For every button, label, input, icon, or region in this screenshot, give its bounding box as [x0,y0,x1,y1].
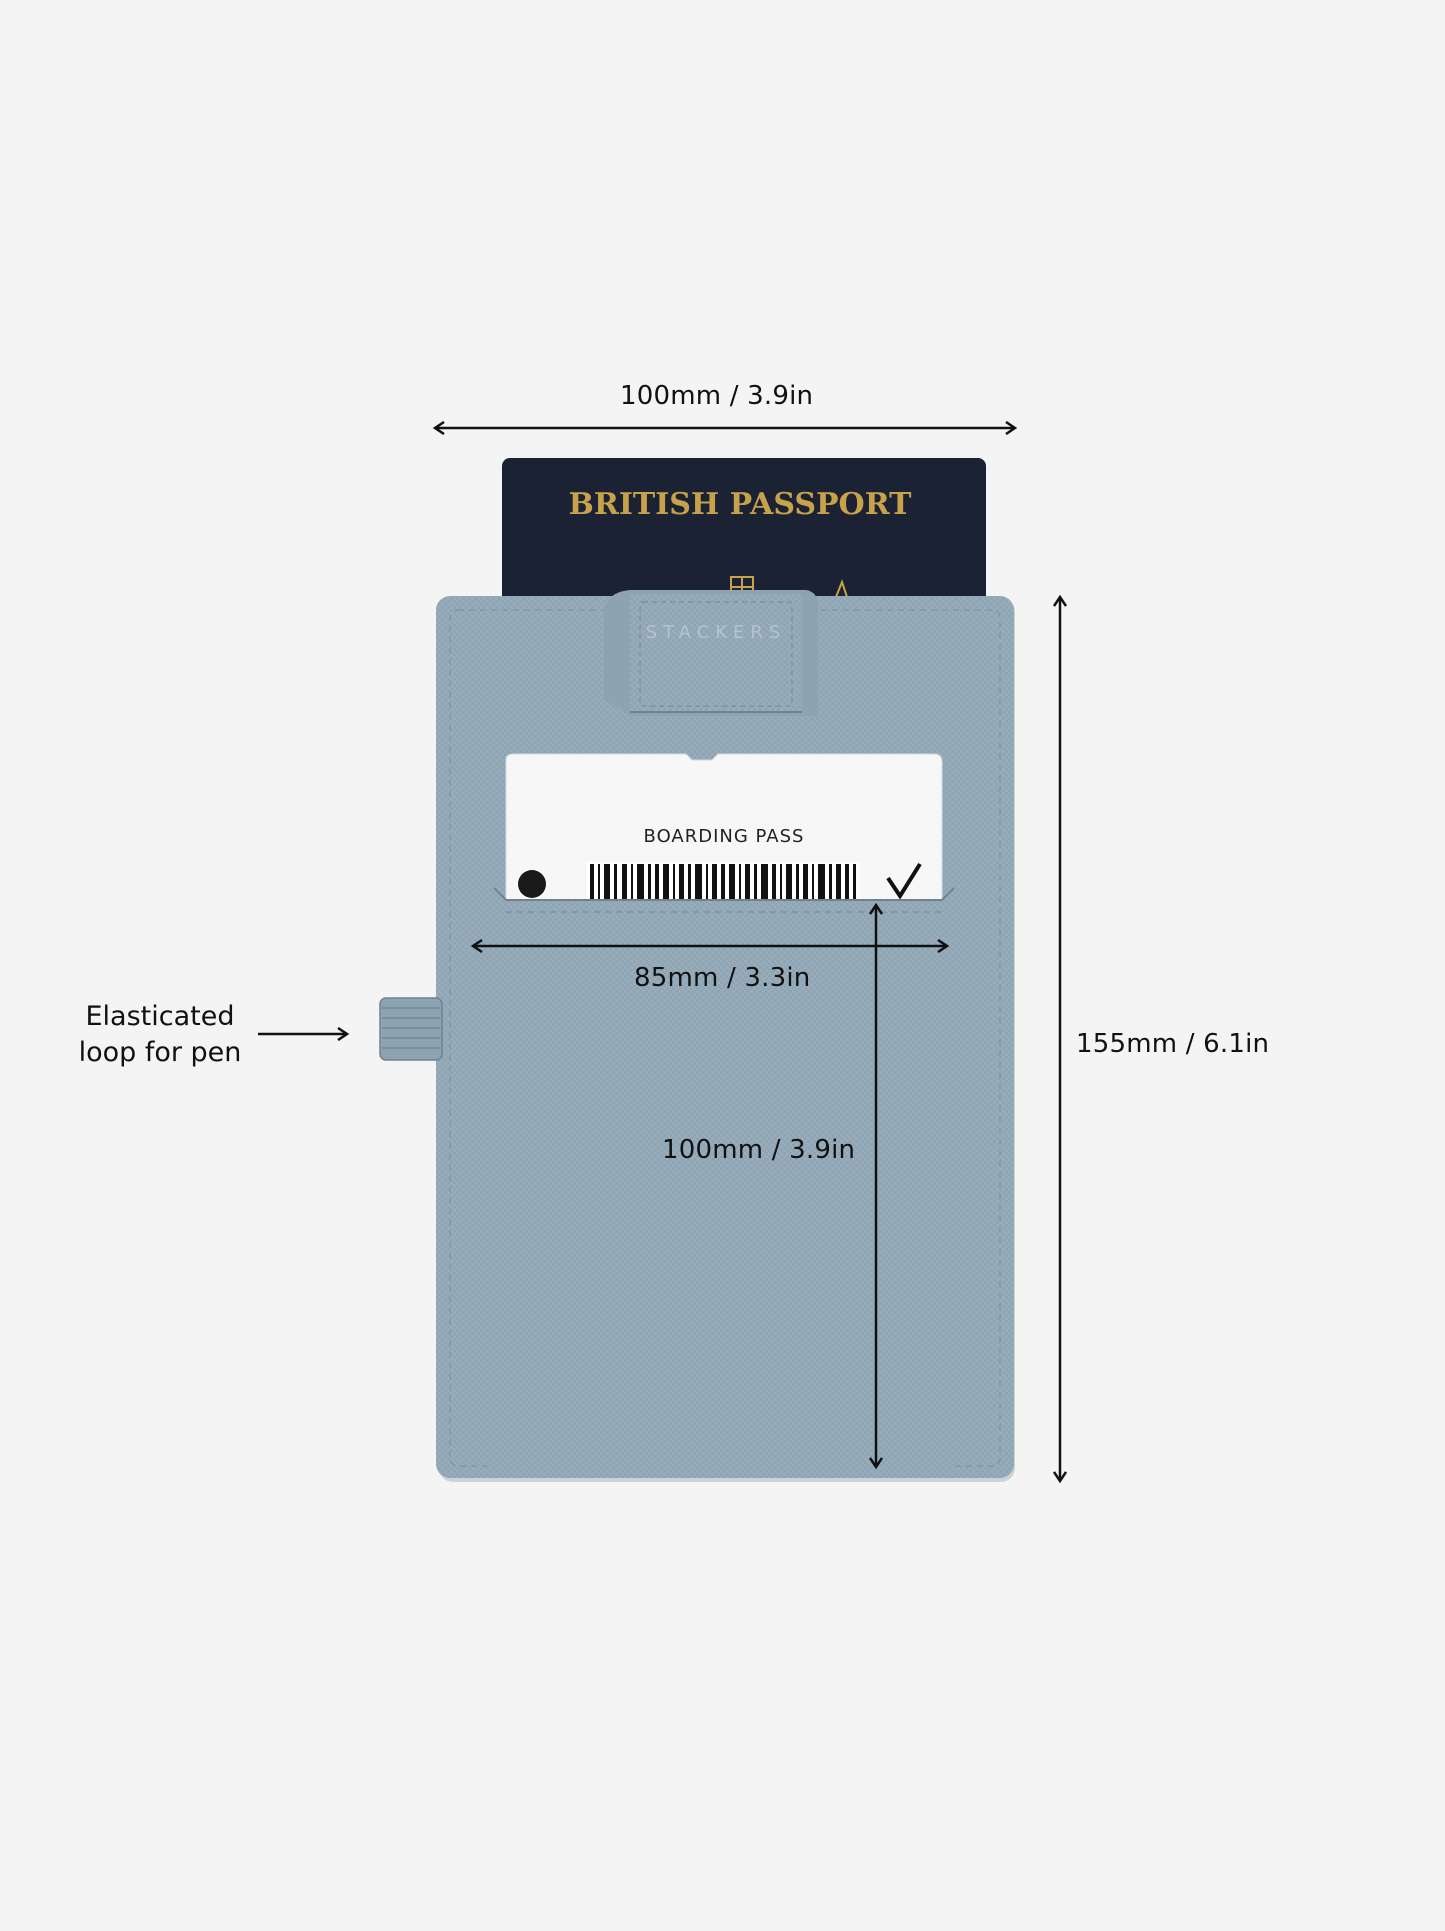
pocket-width-label: 85mm / 3.3in [634,963,811,993]
travel-wallet: STACKERS BOARDING PASS [379,590,1015,1482]
total-height-label: 155mm / 6.1in [1076,1029,1270,1059]
boarding-pass: BOARDING PASS [505,753,943,901]
barcode [586,862,860,900]
pen-loop-annotation: Elasticated loop for pen [60,999,260,1071]
pen-loop [379,997,443,1061]
brand-embossing: STACKERS [646,622,787,643]
passport-title: BRITISH PASSPORT [569,487,913,522]
annotation-line-1: Elasticated [85,1001,235,1032]
airline-logo-icon [518,870,546,898]
airline-check-icon [886,862,922,900]
boarding-pass-label: BOARDING PASS [644,826,805,847]
wallet-strap: STACKERS [604,590,819,716]
chip-symbol-icon [833,579,849,603]
annotation-line-2: loop for pen [78,1037,242,1068]
pocket-height-label: 100mm / 3.9in [662,1135,856,1165]
top-width-label: 100mm / 3.9in [620,381,814,411]
